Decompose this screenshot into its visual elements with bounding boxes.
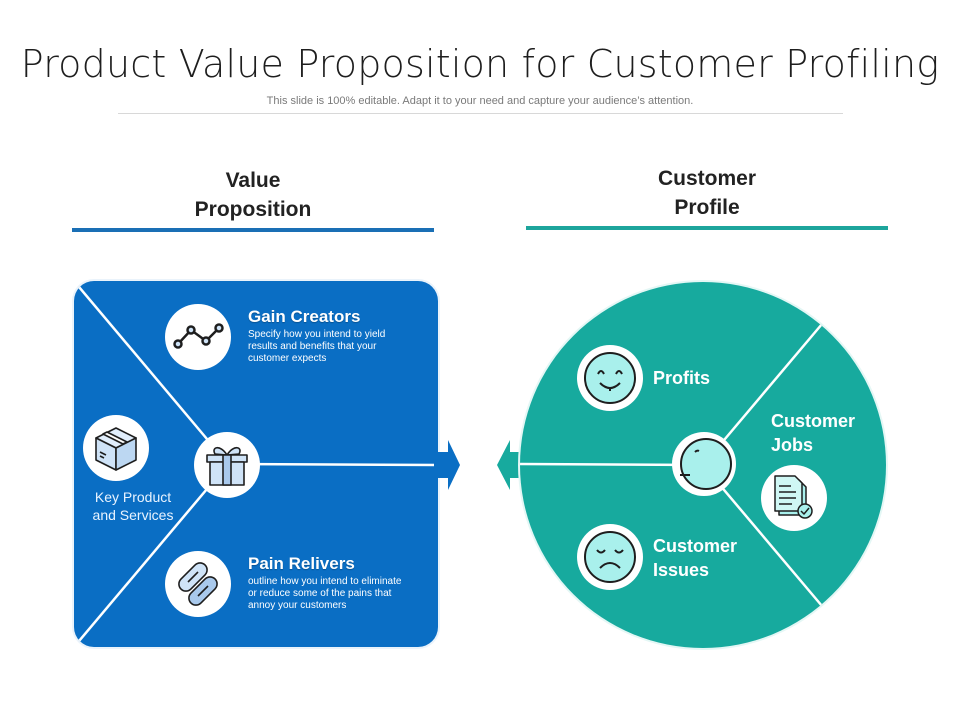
customer-jobs-label-line2: Jobs xyxy=(771,435,814,455)
gain-creators-desc-line1: Specify how you intend to yield xyxy=(248,329,386,340)
customer-profile-heading-line2: Profile xyxy=(674,196,740,219)
customer-profile-heading-line1: Customer xyxy=(657,167,757,190)
profits-icon-badge xyxy=(577,345,643,411)
gain-creators-desc-line3: customer expects xyxy=(248,353,327,364)
gain-creators-icon-badge xyxy=(165,304,231,370)
value-proposition-underline xyxy=(72,228,434,232)
key-products-label: Key Product and Services xyxy=(80,488,186,524)
divider-line-center xyxy=(227,462,438,467)
customer-jobs-label: Customer Jobs xyxy=(771,409,871,457)
slide-subtitle: This slide is 100% editable. Adapt it to… xyxy=(266,95,694,107)
gift-icon xyxy=(206,446,248,486)
title-divider xyxy=(118,113,843,114)
gain-creators-description: Specify how you intend to yield results … xyxy=(248,329,423,365)
center-gift-icon-badge xyxy=(194,432,260,498)
pain-relievers-description: outline how you intend to eliminate or r… xyxy=(248,576,423,612)
customer-jobs-label-line1: Customer xyxy=(771,411,856,431)
value-proposition-heading-line1: Value xyxy=(225,169,281,192)
package-box-icon xyxy=(95,427,137,471)
pain-relievers-desc-line3: annoy your customers xyxy=(248,600,347,611)
gain-creators-desc-line2: results and benefits that your xyxy=(248,341,377,352)
customer-issues-icon-badge xyxy=(577,524,643,590)
divider-line-upper xyxy=(74,281,229,465)
key-products-label-line1: Key Product xyxy=(94,489,172,505)
pain-relievers-icon-badge xyxy=(165,551,231,617)
key-products-icon-badge xyxy=(83,415,149,481)
customer-jobs-icon-badge xyxy=(761,465,827,531)
customer-issues-label: Customer Issues xyxy=(653,534,763,582)
value-proposition-heading: Value Proposition xyxy=(72,166,434,224)
pain-relievers-desc-line2: or reduce some of the pains that xyxy=(248,588,392,599)
slide-title: Product Value Proposition for Customer P… xyxy=(20,42,940,86)
pills-icon xyxy=(178,562,218,606)
customer-issues-label-line1: Customer xyxy=(653,536,738,556)
center-face-icon-badge xyxy=(672,432,736,496)
face-profile-icon xyxy=(680,438,732,490)
value-proposition-heading-line2: Proposition xyxy=(194,198,312,221)
pain-relievers-desc-line1: outline how you intend to eliminate xyxy=(248,576,402,587)
key-products-label-line2: and Services xyxy=(92,507,174,523)
pain-relievers-title: Pain Relivers xyxy=(248,554,355,573)
line-chart-icon xyxy=(173,323,224,349)
happy-face-icon xyxy=(584,352,636,404)
checklist-document-icon xyxy=(774,475,813,519)
divider-line-lower xyxy=(74,463,229,647)
customer-profile-underline xyxy=(526,226,888,230)
arrow-right-icon xyxy=(434,440,460,490)
profits-label: Profits xyxy=(653,368,711,388)
sad-face-icon xyxy=(584,531,636,583)
customer-profile-heading: Customer Profile xyxy=(526,164,888,222)
customer-issues-label-line2: Issues xyxy=(653,560,710,580)
gain-creators-title: Gain Creators xyxy=(248,307,361,326)
